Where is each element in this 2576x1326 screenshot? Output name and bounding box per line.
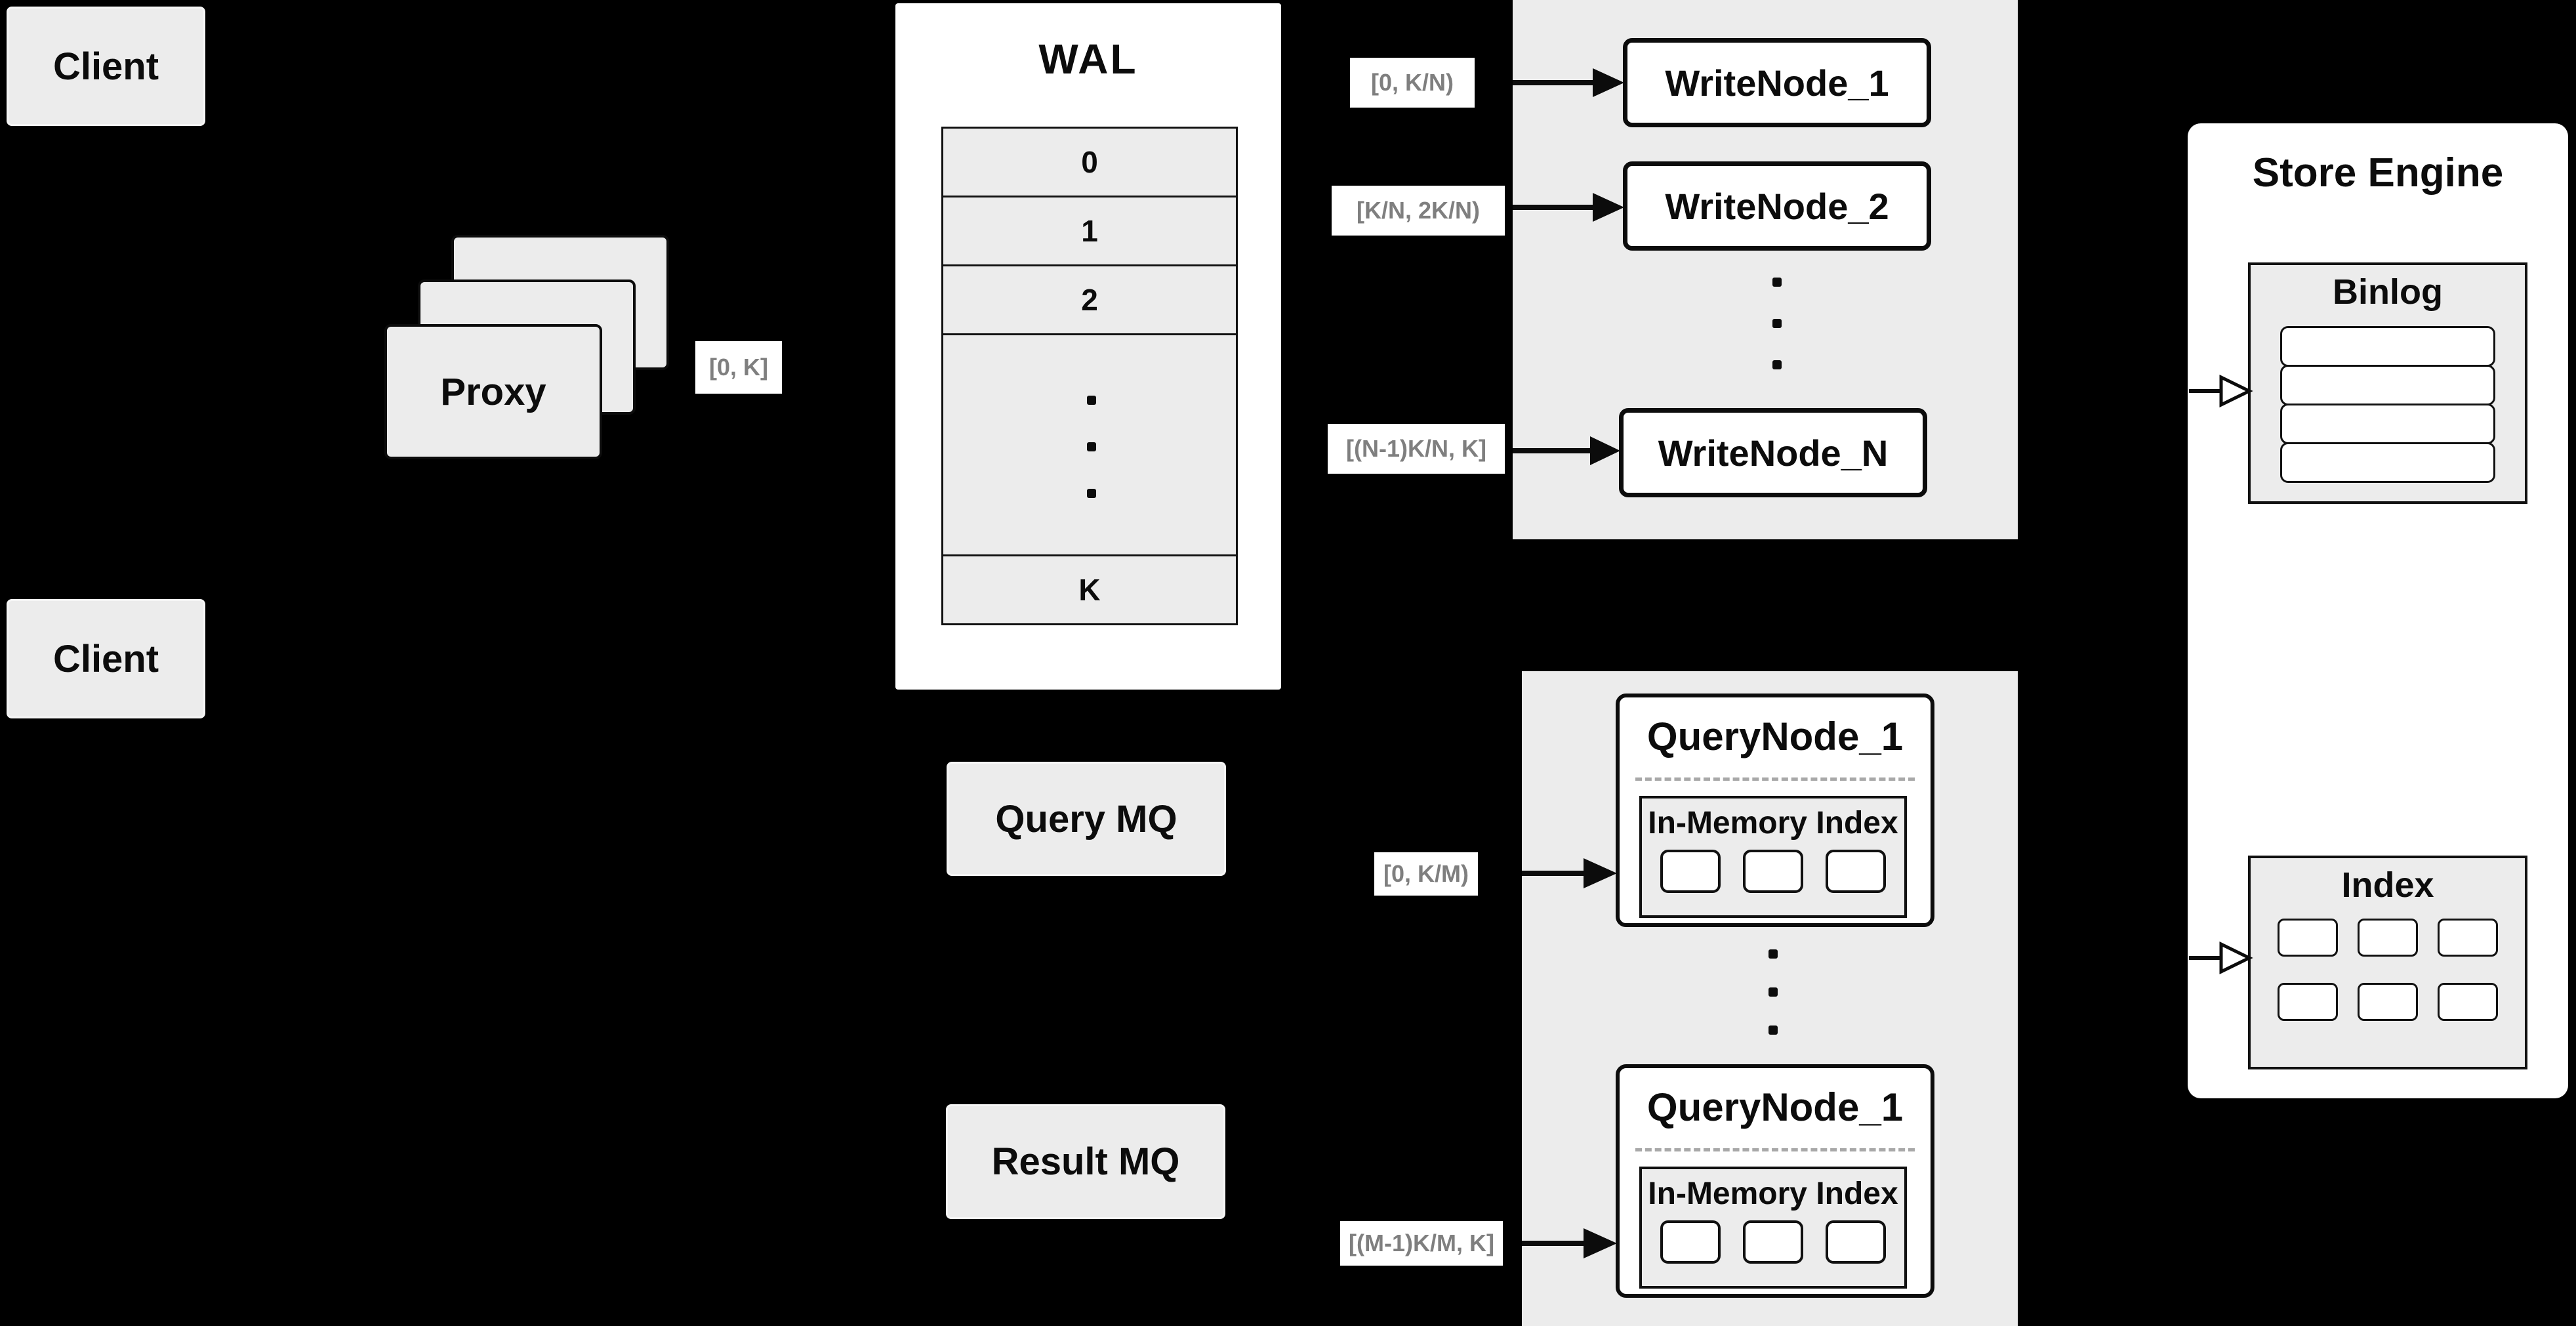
memory-cell-row-2 [1642,1220,1904,1264]
index-grid [2251,919,2525,1021]
ellipsis-dot [1768,949,1778,959]
range-label-proxy-out-text: [0, K] [709,354,768,381]
range-label-proxy-out: [0, K] [695,341,782,394]
range-label-write-2: [K/N, 2K/N) [1332,186,1505,236]
query-mq-label: Query MQ [995,797,1177,840]
result-mq-label: Result MQ [991,1140,1180,1183]
ellipsis-dot [1772,360,1782,369]
memory-cell [1660,850,1721,893]
binlog-row [2280,365,2495,405]
ellipsis-dot [1087,396,1096,405]
write-node-2: WriteNode_2 [1623,161,1931,251]
wal-row-2: 2 [941,264,1238,335]
query-node-2-divider [1635,1148,1915,1151]
index-box: Index [2248,856,2527,1069]
range-label-query-m-text: [(M-1)K/M, K] [1349,1230,1494,1256]
proxy-stack: Proxy [384,235,669,459]
memory-cell [1826,850,1886,893]
query-mq-box: Query MQ [947,762,1226,876]
wal-table: 0 1 2 K [941,127,1238,625]
wal-row-ellipsis [941,333,1238,556]
memory-cell [1743,850,1803,893]
index-cell [2358,983,2418,1021]
index-row [2278,983,2498,1021]
store-engine-box: Store Engine Binlog Index [2188,123,2568,1098]
in-memory-index-box-1: In-Memory Index [1639,796,1907,918]
index-row [2278,919,2498,957]
wal-row-1-label: 1 [1081,214,1098,248]
range-label-query-1: [0, K/M) [1374,852,1478,896]
binlog-title: Binlog [2333,272,2443,312]
write-node-n-label: WriteNode_N [1658,432,1889,474]
range-label-write-1-text: [0, K/N) [1371,69,1454,96]
binlog-row [2280,404,2495,444]
range-label-write-1: [0, K/N) [1350,58,1475,108]
ellipsis-dot [1768,987,1778,997]
index-cell [2358,919,2418,957]
index-cell [2438,983,2498,1021]
in-memory-index-title-1: In-Memory Index [1648,806,1898,840]
binlog-rows [2251,326,2525,483]
store-engine-title: Store Engine [2252,150,2504,196]
wal-row-0-label: 0 [1081,145,1098,179]
range-label-write-n-text: [(N-1)K/N, K] [1346,435,1486,462]
index-cell [2438,919,2498,957]
memory-cell [1826,1220,1886,1264]
wal-row-2-label: 2 [1081,283,1098,317]
wal-box: WAL 0 1 2 K [895,3,1281,690]
memory-cell-row-1 [1642,850,1904,893]
write-node-1: WriteNode_1 [1623,38,1931,127]
write-node-2-label: WriteNode_2 [1665,185,1889,227]
ellipsis-dot [1772,278,1782,287]
range-label-query-m: [(M-1)K/M, K] [1340,1221,1503,1266]
client-box-top: Client [7,7,205,126]
query-node-2-title: QueryNode_1 [1646,1085,1904,1129]
in-memory-index-box-2: In-Memory Index [1639,1167,1907,1289]
query-node-1-divider [1635,777,1915,781]
in-memory-index-title-2: In-Memory Index [1648,1176,1898,1211]
proxy-label: Proxy [440,370,546,413]
wal-row-k: K [941,554,1238,625]
query-node-1: QueryNode_1 In-Memory Index [1616,694,1934,927]
memory-cell [1660,1220,1721,1264]
wal-row-k-label: K [1078,573,1101,607]
client-bottom-label: Client [52,637,159,680]
wal-title: WAL [1038,35,1138,83]
binlog-row [2280,442,2495,483]
ellipsis-dot [1768,1026,1778,1035]
wal-row-1: 1 [941,196,1238,266]
client-box-bottom: Client [7,599,205,718]
write-node-1-label: WriteNode_1 [1665,62,1889,104]
memory-cell [1743,1220,1803,1264]
index-title: Index [2341,865,2434,905]
proxy-card-front: Proxy [384,324,602,459]
write-node-n: WriteNode_N [1619,408,1927,497]
result-mq-box: Result MQ [946,1104,1225,1219]
wal-row-0: 0 [941,127,1238,197]
binlog-box: Binlog [2248,262,2527,504]
range-label-query-1-text: [0, K/M) [1383,860,1469,887]
range-label-write-n: [(N-1)K/N, K] [1328,424,1505,474]
client-top-label: Client [52,45,159,88]
binlog-row [2280,326,2495,367]
index-cell [2278,983,2338,1021]
ellipsis-dot [1087,489,1096,498]
query-node-1-title: QueryNode_1 [1646,714,1904,758]
ellipsis-dot [1087,442,1096,451]
ellipsis-dot [1772,319,1782,328]
query-node-2: QueryNode_1 In-Memory Index [1616,1064,1934,1298]
index-cell [2278,919,2338,957]
range-label-write-2-text: [K/N, 2K/N) [1357,197,1480,224]
